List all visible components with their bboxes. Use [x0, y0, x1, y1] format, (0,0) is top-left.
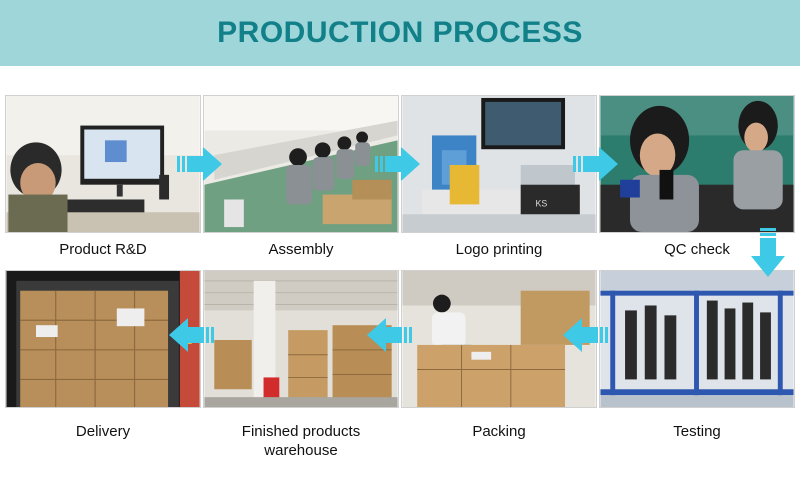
arrow-right-icon — [375, 147, 420, 181]
page-title: PRODUCTION PROCESS — [217, 16, 583, 49]
step-label-line: warehouse — [264, 442, 338, 459]
arrow-right-icon — [573, 147, 618, 181]
step-label-line: Finished products — [241, 423, 361, 440]
photo-logo-printing: KS — [401, 95, 597, 233]
step-label-qc-check: QC check — [664, 241, 730, 258]
arrow-left-icon — [367, 318, 412, 352]
step-label-packing: Packing — [472, 423, 526, 440]
photo-product-rd — [5, 95, 201, 233]
photo-packing — [401, 270, 597, 408]
title-banner: PRODUCTION PROCESS — [0, 0, 800, 66]
photo-delivery — [5, 270, 201, 408]
svg-text:KS: KS — [535, 198, 547, 208]
photo-testing — [599, 270, 795, 408]
step-label-delivery: Delivery — [75, 423, 131, 440]
arrow-right-icon — [177, 147, 222, 181]
step-label-product-rd: Product R&D — [59, 241, 147, 258]
photo-assembly — [203, 95, 399, 233]
arrow-left-icon — [563, 318, 608, 352]
arrow-left-icon — [169, 318, 214, 352]
step-label-finished-warehouse: Finished products warehouse — [203, 422, 399, 460]
photo-finished-warehouse — [203, 270, 399, 408]
step-label-testing: Testing — [673, 423, 721, 440]
step-label-assembly: Assembly — [268, 241, 334, 258]
photo-qc-check — [599, 95, 795, 233]
arrow-down-icon — [751, 228, 785, 277]
step-label-logo-printing: Logo printing — [455, 241, 543, 258]
